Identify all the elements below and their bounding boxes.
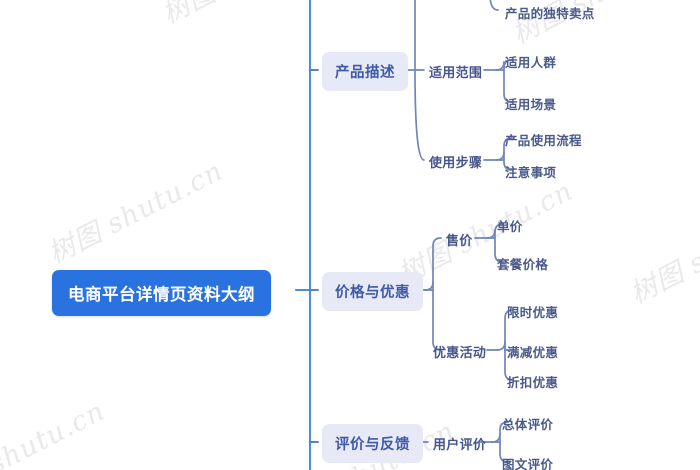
leaf-node-target-audience[interactable]: 适用人群 (505, 55, 557, 70)
link-c-review-br-bot (499, 433, 509, 463)
leaf-node-unique-selling-points[interactable]: 产品的独特卖点 (505, 6, 595, 21)
branch-node-reviews-and-feedback[interactable]: 评价与反馈 (322, 424, 423, 463)
leaf-node-percentage-discount[interactable]: 折扣优惠 (507, 375, 559, 390)
sub-node-user-reviews[interactable]: 用户评价 (433, 438, 487, 453)
leaf-node-precautions[interactable]: 注意事项 (505, 165, 557, 180)
leaf-node-photo-reviews[interactable]: 图文评价 (502, 457, 554, 470)
link-b1-spine-down (414, 69, 425, 161)
leaf-node-threshold-discount[interactable]: 满减优惠 (507, 345, 559, 360)
link-c-steps-br-bot (503, 151, 513, 171)
leaf-node-overall-rating[interactable]: 总体评价 (502, 417, 554, 432)
link-c-scope-br-bot (503, 61, 513, 103)
leaf-node-use-scenarios[interactable]: 适用场景 (505, 97, 557, 112)
leaf-node-limited-time-offer[interactable]: 限时优惠 (507, 305, 559, 320)
leaf-node-package-price[interactable]: 套餐价格 (497, 257, 549, 272)
leaf-node-unit-price[interactable]: 单价 (497, 219, 523, 234)
branch-node-price-and-discounts[interactable]: 价格与优惠 (322, 272, 423, 311)
link-c-price-br-bot (494, 229, 504, 263)
link-b2-to-c2 (432, 281, 442, 351)
link-top-leaf (489, 0, 499, 11)
branch-node-product-description[interactable]: 产品描述 (322, 52, 408, 91)
sub-node-promotions[interactable]: 优惠活动 (433, 346, 487, 361)
link-c-promo-br-top (496, 309, 514, 351)
link-c-promo-br-bot (504, 341, 514, 381)
sub-node-selling-price[interactable]: 售价 (446, 234, 473, 249)
sub-node-usage-steps[interactable]: 使用步骤 (429, 156, 483, 171)
leaf-node-usage-flow[interactable]: 产品使用流程 (505, 133, 582, 148)
root-node[interactable]: 电商平台详情页资料大纲 (52, 270, 271, 316)
sub-node-scope[interactable]: 适用范围 (429, 66, 483, 81)
